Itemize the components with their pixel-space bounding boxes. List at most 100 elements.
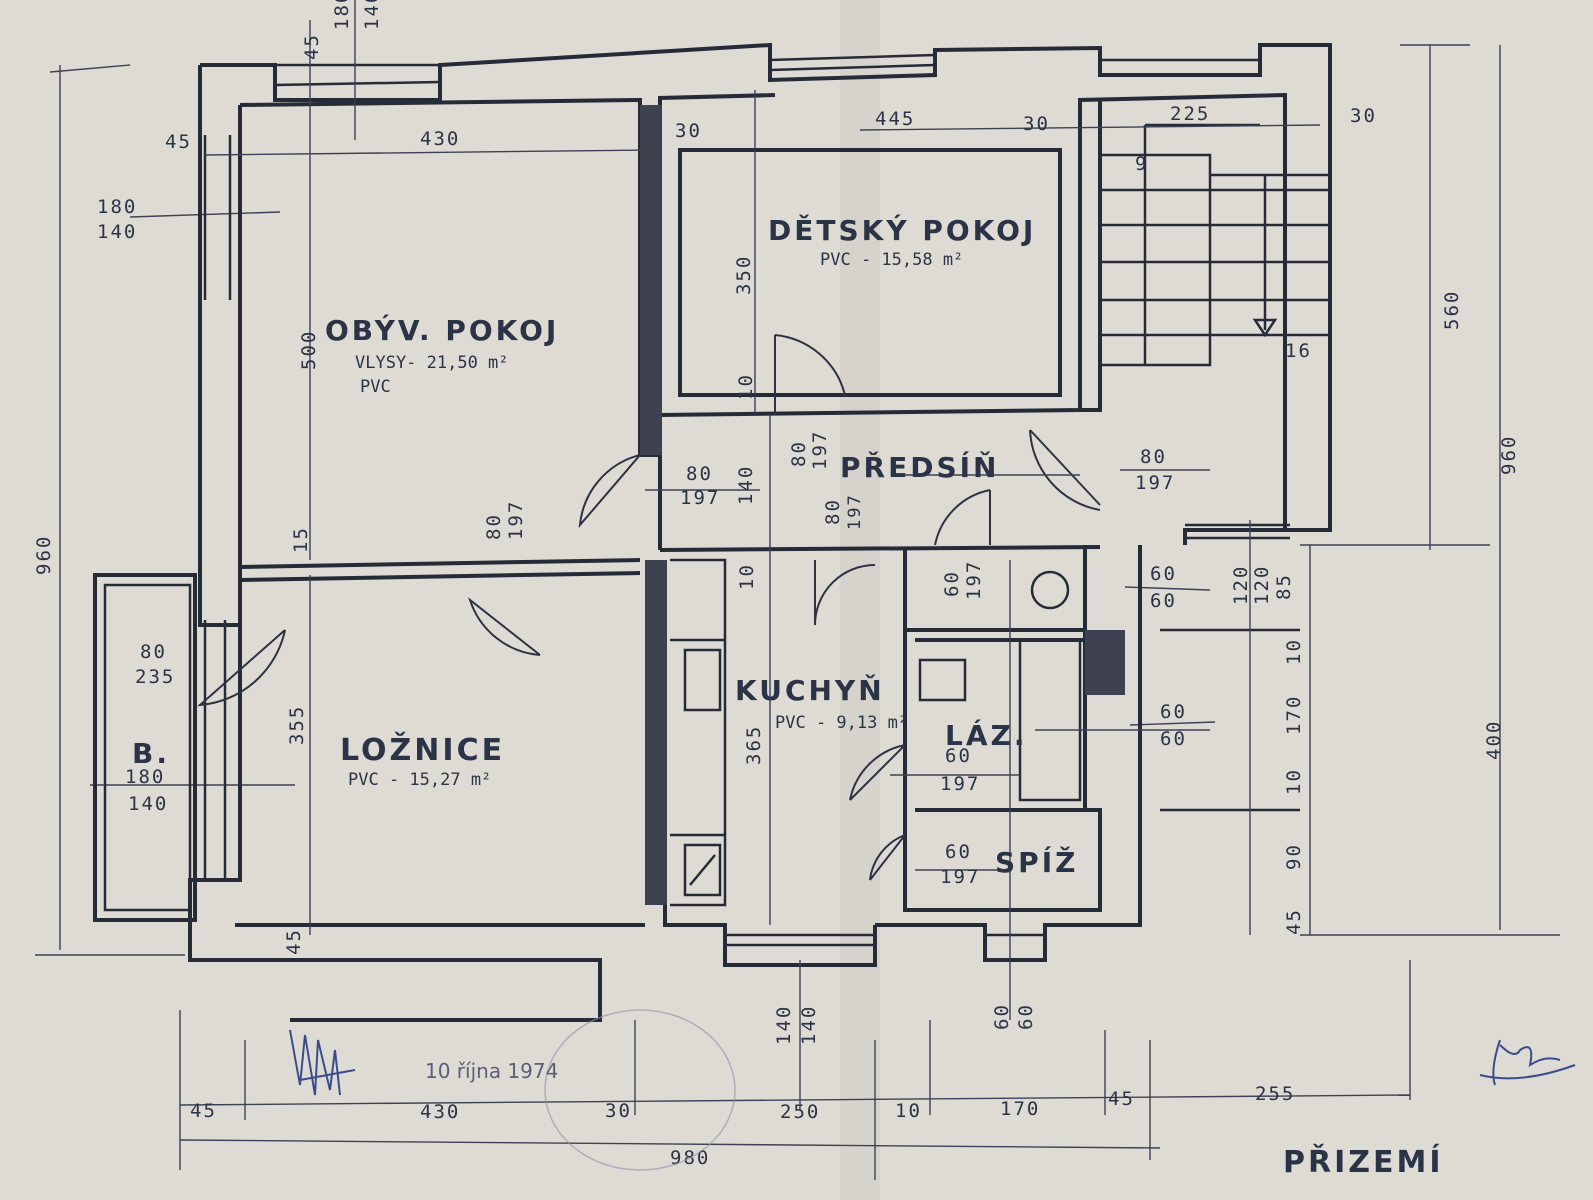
dimension-label: 170 [1000, 1098, 1040, 1120]
dimension-label: 9 [1135, 153, 1148, 175]
dimension-label: 80 [822, 498, 844, 525]
dimension-label: 180 [125, 766, 165, 788]
dimension-label: 180 [331, 0, 353, 30]
dimension-label: 225 [1170, 103, 1210, 125]
dimension-label: 400 [1483, 720, 1505, 760]
dimension-label: 500 [298, 330, 320, 370]
dimension-label: 197 [1135, 472, 1175, 494]
room-floor-living: PVC [360, 377, 391, 397]
dimension-label: 197 [963, 560, 985, 600]
dimension-label: 60 [945, 745, 972, 767]
room-area-living: VLYSY- 21,50 m² [355, 353, 509, 373]
dimension-label: 45 [1108, 1088, 1135, 1110]
dimension-label: 80 [1140, 446, 1167, 468]
dimension-label: 140 [361, 0, 383, 30]
dimension-label: 197 [809, 430, 831, 470]
walls [93, 42, 1332, 1022]
dimension-label: 445 [875, 108, 915, 130]
stamp-date: 10 října 1974 [425, 1059, 558, 1083]
room-name-bath: LÁZ. [945, 718, 1027, 752]
dimension-label: 60 [1150, 563, 1177, 585]
dimension-label: 180 [97, 196, 137, 218]
dimension-label: 140 [97, 221, 137, 243]
dimension-label: 120 [1251, 565, 1273, 605]
dimension-label: 45 [283, 928, 305, 955]
dimension-label: 60 [1015, 1003, 1037, 1030]
room-area-kids: PVC - 15,58 m² [820, 250, 963, 270]
dimension-label: 80 [788, 440, 810, 467]
dimension-label: 365 [743, 725, 765, 765]
dimension-label: 60 [1160, 701, 1187, 723]
dimension-label: 45 [301, 33, 323, 60]
dimension-label: 16 [1285, 340, 1312, 362]
room-name-living: OBÝV. POKOJ [325, 313, 559, 347]
dimension-label: 60 [1160, 728, 1187, 750]
dimension-label: 10 [736, 563, 758, 590]
dimension-label: 10 [735, 373, 757, 400]
room-name-kids: DĚTSKÝ POKOJ [768, 213, 1036, 247]
dimension-label: 30 [675, 120, 702, 142]
room-name-bedroom: LOŽNICE [340, 732, 505, 768]
dimension-label: 960 [33, 535, 55, 575]
room-area-kitchen: PVC - 9,13 m² [775, 713, 908, 733]
room-name-hall: PŘEDSÍŇ [840, 450, 999, 484]
dimension-label: 80 [483, 513, 505, 540]
dimension-label: 197 [940, 773, 980, 795]
dimension-label: 10 [1283, 768, 1305, 795]
dimension-label: 250 [780, 1101, 820, 1123]
room-name-balcony: B. [132, 737, 170, 770]
dimension-label: 60 [991, 1003, 1013, 1030]
signature-left [289, 1029, 356, 1096]
room-name-pantry: SPÍŽ [995, 845, 1078, 879]
dimension-label: 90 [1283, 843, 1305, 870]
masonry-wall-lower [645, 560, 667, 905]
dimension-label: 560 [1441, 290, 1463, 330]
dimension-label: 80 [140, 641, 167, 663]
signature-right [1479, 1039, 1576, 1086]
dimension-label: 960 [1498, 435, 1520, 475]
dimension-label: 10 [895, 1100, 922, 1122]
dimension-label: 197 [505, 500, 527, 540]
dimension-label: 30 [1023, 113, 1050, 135]
dimension-label: 350 [733, 255, 755, 295]
dimension-label: 197 [680, 487, 720, 509]
chimney [1085, 630, 1125, 695]
dimension-label: 430 [420, 128, 460, 150]
dimension-label: 45 [190, 1100, 217, 1122]
dimension-label: 140 [773, 1005, 795, 1045]
dimension-label: 140 [798, 1005, 820, 1045]
dimension-labels: 430 30 445 30 225 30 45 180 140 80 197 8… [97, 103, 1377, 1169]
dimension-label: 45 [1283, 908, 1305, 935]
dimension-label: 15 [290, 526, 312, 553]
dimension-label: 255 [1255, 1083, 1295, 1105]
paper-fold [840, 0, 880, 1200]
interior-dimension-lines [204, 0, 1321, 1110]
dimension-label: 85 [1273, 573, 1295, 600]
room-area-bedroom: PVC - 15,27 m² [348, 770, 491, 790]
dimension-label: 140 [735, 465, 757, 505]
floor-title: PŘIZEMÍ [1283, 1144, 1444, 1180]
dimension-label: 80 [686, 463, 713, 485]
dimension-label: 60 [1150, 590, 1177, 612]
dimension-lines [35, 44, 1560, 1180]
stamp-circle [544, 1009, 736, 1171]
dimension-label: 30 [605, 1100, 632, 1122]
dimension-label: 235 [135, 666, 175, 688]
dimension-label: 430 [420, 1101, 460, 1123]
dimension-label: 10 [1283, 638, 1305, 665]
dimension-label: 170 [1283, 695, 1305, 735]
staircase [1098, 123, 1330, 367]
dimension-label: 355 [286, 705, 308, 745]
dimension-label: 30 [1350, 105, 1377, 127]
dimension-label: 60 [941, 570, 963, 597]
dimension-label: 45 [165, 131, 192, 153]
toilet [1030, 570, 1070, 610]
dimension-label: 197 [845, 493, 865, 530]
dimension-label: 140 [128, 793, 168, 815]
vertical-dimension-labels: 45 180 140 500 15 350 10 140 80 197 80 1… [33, 0, 1520, 1045]
masonry-wall [640, 105, 662, 455]
room-name-kitchen: KUCHYŇ [735, 673, 885, 707]
dimension-label: 120 [1230, 565, 1252, 605]
